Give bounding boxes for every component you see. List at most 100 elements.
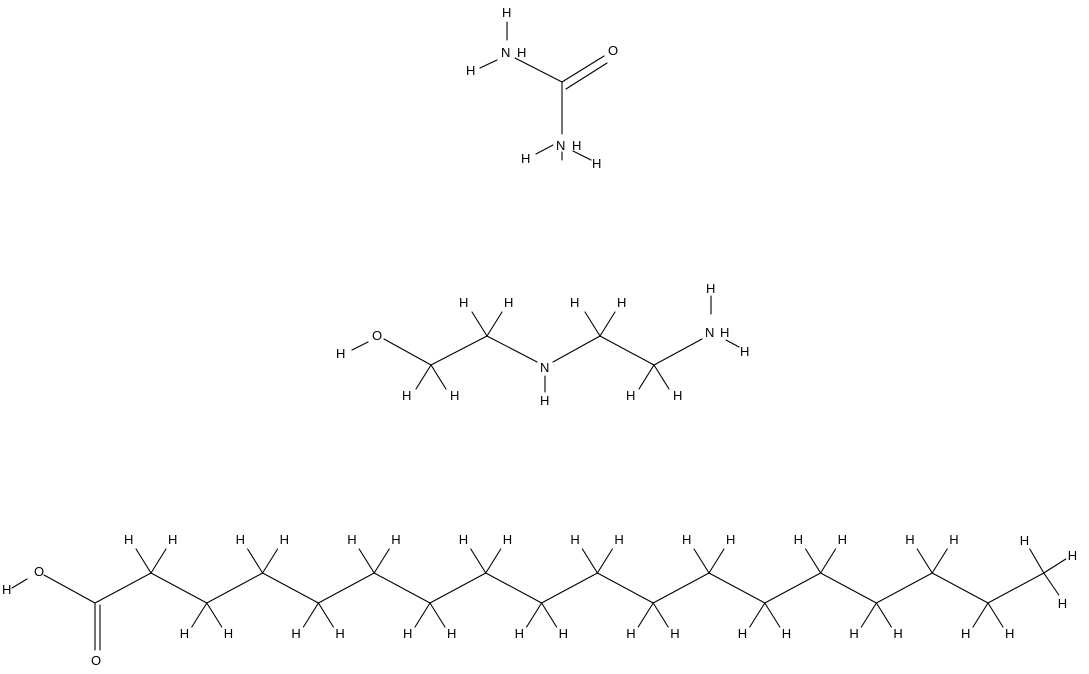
hydrogen-atom: H [1020, 533, 1029, 548]
bond [541, 602, 558, 628]
bond [486, 335, 538, 363]
bond [637, 602, 654, 628]
bond [11, 578, 28, 589]
bond [373, 572, 431, 604]
bond [471, 311, 488, 337]
hydrogen-atom: H [738, 626, 747, 641]
bond [638, 364, 655, 390]
bond [317, 572, 375, 604]
carbon-chain-bonds [135, 548, 1067, 628]
hydrogen-atom: H [706, 281, 715, 296]
bond [479, 59, 498, 69]
bond [931, 572, 989, 604]
hydrogen-atom: H [838, 532, 847, 547]
bond [764, 602, 781, 628]
urea-molecule: H H N H O N H H H [466, 5, 618, 171]
hydrogen-atom: H [572, 138, 581, 153]
oxygen-atom: O [372, 328, 382, 343]
hydrogen-atom: H [1005, 626, 1014, 641]
oxygen-atom: O [608, 43, 618, 58]
bond [708, 548, 725, 574]
hydrogen-atom: H [502, 5, 511, 20]
hydrogen-atom: H [782, 626, 791, 641]
hydrogen-atom: H [720, 325, 729, 340]
bond [430, 335, 488, 366]
hydrogen-atom: H [503, 532, 512, 547]
bond [860, 602, 877, 628]
hydrogen-atom: H [726, 532, 735, 547]
bond [599, 311, 616, 337]
bond [916, 548, 933, 574]
oxygen-atom: O [91, 653, 101, 668]
bond [429, 602, 446, 628]
bond [43, 574, 96, 604]
bond [358, 548, 375, 574]
hydrogen-atom: H [949, 532, 958, 547]
bond [875, 572, 933, 604]
bond [135, 548, 152, 574]
hydrogen-atom: H [450, 388, 459, 403]
hydrogen-atom: H [617, 295, 626, 310]
hydrogen-atom: H [459, 295, 468, 310]
aminoethylethanolamine-molecule: H O H H H H N H H H H H H N H H [336, 281, 749, 408]
hydrogen-atom: H [391, 532, 400, 547]
bond [653, 364, 670, 390]
bond [470, 548, 487, 574]
hydrogen-atom: H [570, 532, 579, 547]
bond [302, 602, 319, 628]
bond [805, 548, 822, 574]
bond [262, 572, 319, 604]
bond [94, 572, 152, 604]
hydrogen-atom: H [280, 532, 289, 547]
hydrogen-atom: H [1068, 548, 1077, 563]
bond [247, 548, 264, 574]
hydrogen-atom: H [517, 45, 526, 60]
bond [931, 548, 948, 574]
hydrogen-atom: H [592, 156, 601, 171]
bond [725, 339, 740, 348]
bond [383, 338, 432, 366]
hydrogen-atom: H [1058, 596, 1067, 611]
bond [535, 144, 554, 155]
hydrogen-atom: H [402, 388, 411, 403]
oxygen-atom: O [34, 564, 44, 579]
hydrogen-atom: H [403, 626, 412, 641]
nitrogen-atom: N [705, 325, 714, 340]
bond [552, 335, 601, 363]
bond [1029, 548, 1045, 574]
hydrogen-atom: H [794, 532, 803, 547]
bond [561, 55, 605, 83]
bond [373, 548, 390, 574]
hydrogen-atom: H [626, 626, 635, 641]
hydrogen-atom: H [905, 532, 914, 547]
bond [485, 548, 502, 574]
bond [572, 150, 592, 161]
bond [415, 364, 432, 390]
bond [596, 572, 654, 604]
bond [486, 311, 503, 337]
nitrogen-atom: N [501, 45, 510, 60]
bond [541, 572, 598, 604]
bond [206, 602, 223, 628]
bond [150, 548, 167, 574]
bond [820, 572, 877, 604]
hydrogen-atom: H [515, 626, 524, 641]
bond [414, 602, 431, 628]
bond [150, 572, 208, 604]
hydrogen-atom: H [740, 344, 749, 359]
hydrogen-atom: H [670, 626, 679, 641]
hydrogen-atom: H [570, 295, 579, 310]
hydrogen-atom: H [673, 388, 682, 403]
bond [565, 62, 608, 90]
hydrogen-atom: H [336, 346, 345, 361]
bond [1043, 572, 1060, 596]
bond [820, 548, 837, 574]
bond [351, 341, 369, 351]
bond [514, 57, 563, 83]
hydrogen-atom: H [291, 626, 300, 641]
hydrogen-atom: H [335, 626, 344, 641]
hydrogen-atom: H [521, 151, 530, 166]
hydrogen-atom: H [347, 532, 356, 547]
bond [262, 548, 279, 574]
